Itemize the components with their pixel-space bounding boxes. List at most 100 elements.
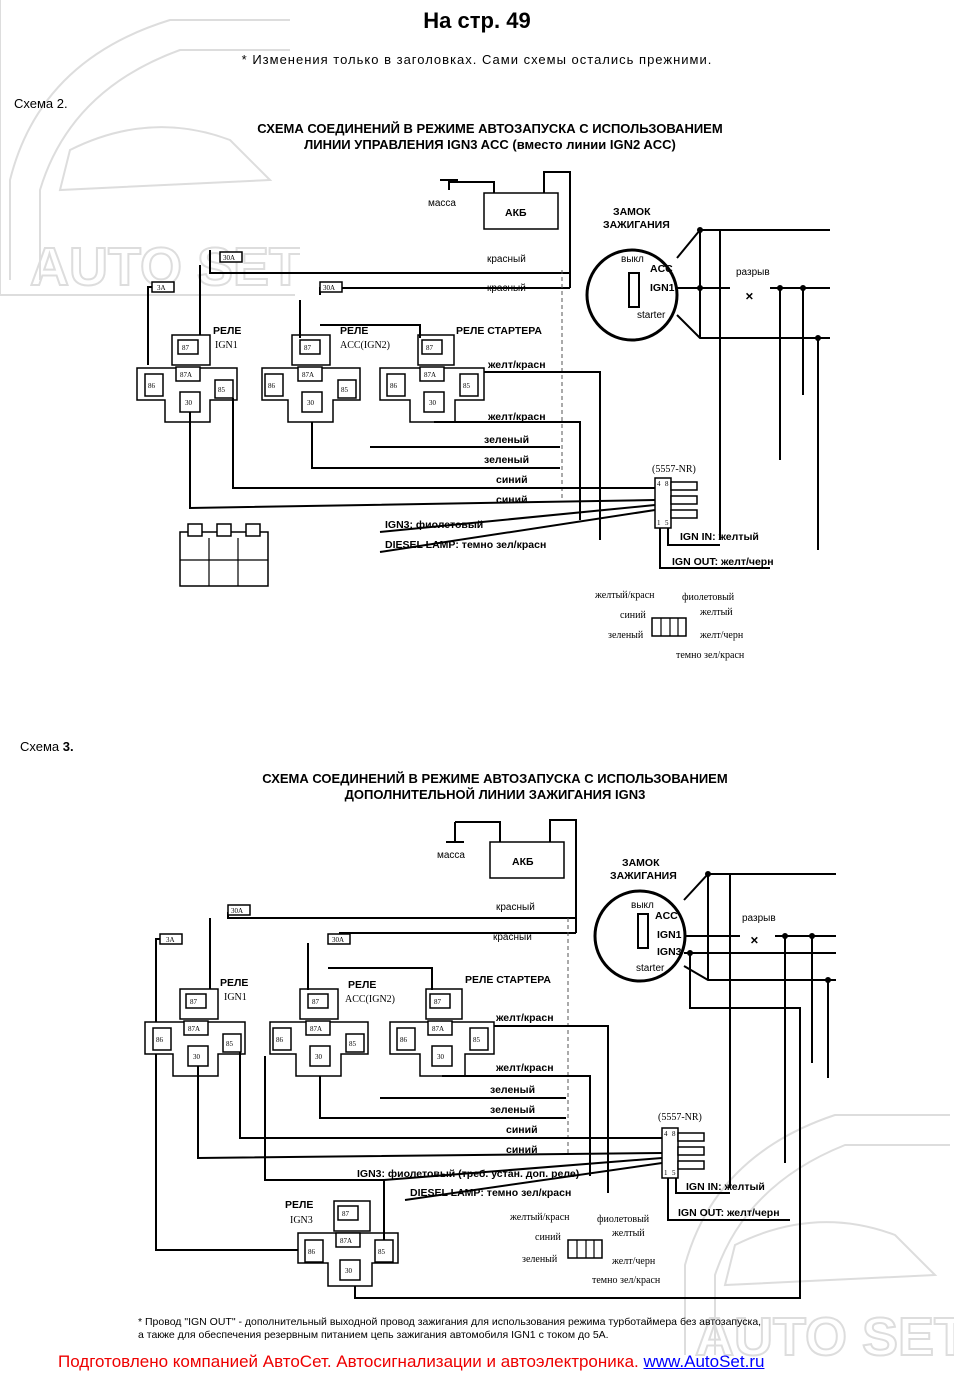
svg-text:ЗАЖИГАНИЯ: ЗАЖИГАНИЯ	[610, 870, 677, 882]
svg-text:масса: масса	[437, 850, 465, 861]
s2-relay-starter: РЕЛЕ СТАРТЕРА 87 87A 86 85 30	[379, 325, 542, 423]
svg-text:86: 86	[276, 1036, 284, 1044]
scheme3-label-prefix: Схема	[20, 739, 60, 754]
page-note: * Изменения только в заголовках. Сами сх…	[241, 52, 713, 67]
svg-text:синий: синий	[620, 610, 646, 621]
svg-text:86: 86	[308, 1248, 316, 1256]
s3-relay-ign3: РЕЛЕ IGN3 87 87A 86 85 30	[285, 1199, 399, 1287]
svg-text:86: 86	[390, 382, 398, 390]
svg-text:85: 85	[473, 1036, 481, 1044]
page-title: На стр. 49	[423, 8, 531, 33]
s2-wire-blue2: синий	[496, 494, 528, 506]
svg-text:8: 8	[672, 1130, 676, 1138]
svg-text:87: 87	[304, 344, 312, 352]
watermark-text-bottom: AUTO SET	[695, 1307, 954, 1367]
s2-battery-label: АКБ	[505, 207, 527, 219]
s2-wire-ignout: IGN OUT: желт/черн	[672, 556, 774, 568]
svg-text:IGN3: фиолетовый (треб. устан.: IGN3: фиолетовый (треб. устан. доп. реле…	[357, 1168, 579, 1180]
svg-text:IGN3: IGN3	[290, 1215, 313, 1226]
s2-wire-ign3: IGN3: фиолетовый	[385, 519, 483, 531]
s2-lock-off: выкл	[621, 254, 644, 265]
svg-text:ACC: ACC	[655, 910, 678, 922]
svg-text:87A: 87A	[432, 1025, 444, 1033]
svg-text:зеленый: зеленый	[490, 1084, 535, 1096]
svg-text:30: 30	[315, 1053, 323, 1061]
s2-wire-diesel: DIESEL LAMP: темно зел/красн	[385, 539, 546, 551]
svg-text:30: 30	[429, 399, 437, 407]
svg-text:87: 87	[342, 1210, 350, 1218]
svg-text:87A: 87A	[302, 371, 314, 379]
s2-relay-ign1: РЕЛЕ IGN1 87 87A 86 85 30	[136, 325, 241, 423]
svg-text:IGN3: IGN3	[657, 946, 682, 958]
svg-text:30A: 30A	[231, 907, 243, 915]
s2-spare-relay	[179, 523, 269, 587]
scheme3-title: СХЕМА СОЕДИНЕНИЙ В РЕЖИМЕ АВТОЗАПУСКА С …	[175, 771, 815, 803]
footnote: * Провод "IGN OUT" - дополнительный выхо…	[138, 1316, 761, 1342]
svg-text:87: 87	[190, 998, 198, 1006]
s2-ground-label: масса	[428, 198, 456, 209]
svg-text:АКБ: АКБ	[512, 856, 534, 868]
svg-text:1: 1	[664, 1169, 668, 1177]
svg-text:30: 30	[307, 399, 315, 407]
svg-text:5: 5	[672, 1169, 676, 1177]
svg-text:4: 4	[664, 1130, 668, 1138]
footer: Подготовлено компанией АвтоСет. Автосигн…	[58, 1352, 764, 1372]
svg-text:starter: starter	[636, 963, 665, 974]
s2-fuse-30a-1	[219, 251, 243, 263]
svg-text:✕: ✕	[750, 935, 759, 947]
svg-text:86: 86	[400, 1036, 408, 1044]
s2-lock-starter: starter	[637, 310, 666, 321]
svg-text:РЕЛЕ: РЕЛЕ	[285, 1199, 313, 1211]
svg-text:3A: 3A	[166, 936, 175, 944]
scheme3-diagram: масса АКБ ЗАМОК ЗАЖИГАНИЯ выкл ACC IGN1 …	[144, 819, 836, 1299]
svg-text:85: 85	[378, 1248, 386, 1256]
s2-break-label: разрыв	[736, 267, 770, 278]
s2-ignition-lock	[585, 248, 679, 342]
footnote-line2: а также для обеспечения резервным питани…	[138, 1329, 609, 1341]
svg-text:30: 30	[193, 1053, 201, 1061]
s2-relay2-a: РЕЛЕ	[340, 325, 368, 337]
svg-text:1: 1	[657, 519, 661, 527]
s2-wire-green2: зеленый	[484, 454, 529, 466]
svg-text:87: 87	[426, 344, 434, 352]
watermark-bottom-right: AUTO SET	[684, 1114, 954, 1368]
s2-relay3: РЕЛЕ СТАРТЕРА	[456, 325, 542, 337]
scheme3-title-line2: ДОПОЛНИТЕЛЬНОЙ ЛИНИИ ЗАЖИГАНИЯ IGN3	[344, 787, 646, 802]
svg-text:желт/красн: желт/красн	[495, 1062, 554, 1074]
svg-text:8: 8	[665, 480, 669, 488]
svg-text:30: 30	[437, 1053, 445, 1061]
svg-text:87A: 87A	[310, 1025, 322, 1033]
svg-text:IGN OUT: желт/черн: IGN OUT: желт/черн	[678, 1207, 780, 1219]
scheme2-title: СХЕМА СОЕДИНЕНИЙ В РЕЖИМЕ АВТОЗАПУСКА С …	[170, 121, 810, 153]
svg-text:зеленый: зеленый	[522, 1254, 558, 1265]
s2-relay1-a: РЕЛЕ	[213, 325, 241, 337]
svg-text:темно зел/красн: темно зел/красн	[592, 1275, 661, 1286]
s2-lock-acc: ACC	[650, 263, 673, 275]
scheme2-title-line1: СХЕМА СОЕДИНЕНИЙ В РЕЖИМЕ АВТОЗАПУСКА С …	[257, 121, 723, 136]
s2-connector-label: (5557-NR)	[652, 464, 696, 475]
svg-text:желтый/красн: желтый/красн	[594, 590, 655, 601]
s2-relay2-b: ACC(IGN2)	[340, 340, 390, 351]
svg-text:желтый: желтый	[699, 607, 733, 618]
svg-text:30: 30	[345, 1267, 353, 1275]
svg-text:IGN IN: желтый: IGN IN: желтый	[686, 1181, 765, 1193]
svg-text:синий: синий	[506, 1124, 538, 1136]
footer-link[interactable]: www.AutoSet.ru	[643, 1352, 765, 1371]
svg-text:85: 85	[349, 1040, 357, 1048]
svg-text:синий: синий	[506, 1144, 538, 1156]
svg-text:ACC(IGN2): ACC(IGN2)	[345, 994, 395, 1005]
s3-relay-acc: РЕЛЕ ACC(IGN2) 87 87A 86 85 30	[269, 979, 395, 1077]
svg-text:желт/красн: желт/красн	[495, 1012, 554, 1024]
svg-text:желтый: желтый	[611, 1228, 645, 1239]
svg-text:30A: 30A	[332, 936, 344, 944]
scheme2-label: Схема 2.	[14, 96, 68, 111]
svg-text:30A: 30A	[223, 254, 235, 262]
svg-text:ЗАМОК: ЗАМОК	[622, 857, 660, 869]
svg-text:желт/черн: желт/черн	[611, 1256, 656, 1267]
scheme2-title-line2: ЛИНИИ УПРАВЛЕНИЯ IGN3 ACC (вместо линии …	[304, 137, 676, 152]
svg-text:(5557-NR): (5557-NR)	[658, 1112, 702, 1123]
svg-text:86: 86	[268, 382, 276, 390]
svg-text:РЕЛЕ СТАРТЕРА: РЕЛЕ СТАРТЕРА	[465, 974, 551, 986]
svg-text:IGN1: IGN1	[657, 929, 682, 941]
svg-text:87: 87	[182, 344, 190, 352]
